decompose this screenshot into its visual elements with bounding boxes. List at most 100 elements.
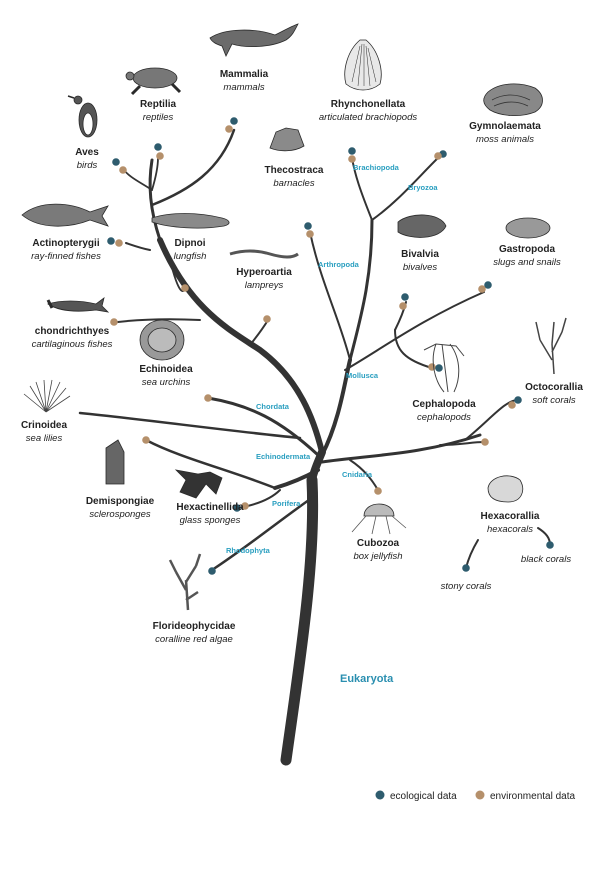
taxon-name-gastropoda: Gastropoda [499, 244, 556, 255]
environmental-dot [225, 125, 233, 133]
taxon-common-gastropoda: slugs and snails [493, 257, 561, 268]
environmental-dot [374, 487, 382, 495]
environmental-dot [508, 401, 516, 409]
bird-icon [67, 95, 98, 138]
taxon-common-hexacorallia: hexacorals [487, 524, 533, 535]
jellyfish-icon [351, 503, 407, 535]
squid-icon [423, 343, 465, 393]
environmental-dot [110, 318, 118, 326]
taxon-common-bivalvia: bivalves [403, 262, 438, 273]
taxon-name-cephalopoda: Cephalopoda [412, 399, 476, 410]
barnacle-icon [269, 127, 305, 152]
legend-environmental-label: environmental data [490, 791, 575, 802]
environmental-dot [204, 394, 212, 402]
vertebrate-stem [148, 158, 162, 242]
ecological-dot [514, 396, 522, 404]
environmental-dot [306, 230, 314, 238]
arthropoda-stem [309, 231, 351, 361]
ecological-dot [233, 504, 241, 512]
snail-icon [505, 217, 551, 239]
legend-ecological-label: ecological data [390, 791, 457, 802]
shark-icon [46, 297, 110, 313]
cnidaria-stem [320, 433, 482, 464]
environmental-dot [348, 155, 356, 163]
clade-arthropoda: Arthropoda [318, 260, 360, 269]
clade-chordata: Chordata [256, 402, 290, 411]
taxon-name-aves: Aves [75, 147, 99, 158]
chordata-stem [157, 237, 325, 455]
crinoidea-branch [78, 411, 302, 440]
environmental-dot [241, 502, 249, 510]
taxon-name-crinoidea: Crinoidea [21, 420, 68, 431]
tree-branches [78, 128, 551, 766]
root-label-eukaryota: Eukaryota [340, 673, 394, 685]
hyperoartia-branch [249, 319, 269, 346]
taxon-common-octocorallia: soft corals [532, 395, 576, 406]
taxon-common-crinoidea: sea lilies [26, 433, 63, 444]
taxon-common-demispongiae: sclerosponges [89, 509, 151, 520]
mammalia-branch [150, 128, 236, 207]
clade-rhodophyta: Rhodophyta [226, 546, 271, 555]
taxon-name-dipnoi: Dipnoi [174, 238, 205, 249]
environmental-dot [181, 284, 189, 292]
echinodermata-stem [206, 396, 320, 457]
ecological-dot [230, 117, 238, 125]
clade-porifera: Porifera [272, 499, 301, 508]
taxon-name-gymnolaemata: Gymnolaemata [469, 121, 541, 132]
clade-labels: Chordata Echinodermata Porifera Rhodophy… [226, 163, 438, 685]
taxon-common-gymnolaemata: moss animals [476, 134, 534, 145]
environmental-dot [399, 302, 407, 310]
chondrichthyes-branch [117, 318, 201, 323]
bryozoa-branch [371, 153, 443, 221]
ecological-dot [462, 564, 470, 572]
clade-bryozoa: Bryozoa [408, 183, 438, 192]
taxon-common-dipnoi: lungfish [174, 251, 207, 262]
taxon-common-chondrichthyes: cartilaginous fishes [32, 339, 113, 350]
hexacorallia-branch [439, 441, 485, 446]
legend-environmental-swatch [475, 790, 485, 800]
environmental-dot [434, 152, 442, 160]
taxon-common-hexactinellida: glass sponges [180, 515, 241, 526]
ecological-dot [401, 293, 409, 301]
eukaryota-trunk [280, 474, 319, 766]
taxon-name-hexacorallia: Hexacorallia [481, 511, 540, 522]
ecological-dot [348, 147, 356, 155]
taxon-name-chondrichthyes: chondrichthyes [35, 326, 110, 337]
sponge-icon [105, 439, 125, 485]
taxon-name-cubozoa: Cubozoa [357, 538, 400, 549]
sea-lily-icon [23, 379, 71, 413]
taxon-common-cubozoa: box jellyfish [353, 551, 402, 562]
red-algae-icon [168, 553, 202, 611]
taxon-name-rhynchonellata: Rhynchonellata [331, 99, 406, 110]
taxon-name-hexactinellida: Hexactinellida [176, 502, 244, 513]
sublabel-stony-corals: stony corals [441, 581, 492, 592]
fish-icon [21, 203, 109, 227]
taxon-common-actinopterygii: ray-finned fishes [31, 251, 101, 262]
environmental-dot [263, 315, 271, 323]
porifera-stem [273, 468, 320, 490]
taxon-common-florideophycidae: coralline red algae [155, 634, 233, 645]
taxon-common-aves: birds [77, 160, 98, 171]
glass-sponge-icon [174, 469, 223, 499]
legend-ecological-swatch [375, 790, 385, 800]
taxon-common-echinoidea: sea urchins [142, 377, 191, 388]
whale-icon [209, 23, 299, 57]
taxon-name-octocorallia: Octocorallia [525, 382, 583, 393]
environmental-dot [428, 363, 436, 371]
sublabel-black-corals: black corals [521, 554, 571, 565]
clam-icon [397, 214, 447, 238]
reptilia-branch [151, 157, 159, 191]
turtle-icon [125, 67, 182, 96]
ecological-dot [154, 143, 162, 151]
taxon-common-mammalia: mammals [223, 82, 264, 93]
taxon-name-echinoidea: Echinoidea [139, 364, 193, 375]
ecological-dot [208, 567, 216, 575]
taxon-name-demispongiae: Demispongiae [86, 496, 155, 507]
clade-brachiopoda: Brachiopoda [353, 163, 400, 172]
legend: ecological data environmental data [375, 790, 575, 802]
environmental-dot [142, 436, 150, 444]
brachiopod-icon [344, 39, 382, 91]
clade-mollusca: Mollusca [346, 371, 379, 380]
taxon-common-hyperoartia: lampreys [245, 280, 284, 291]
